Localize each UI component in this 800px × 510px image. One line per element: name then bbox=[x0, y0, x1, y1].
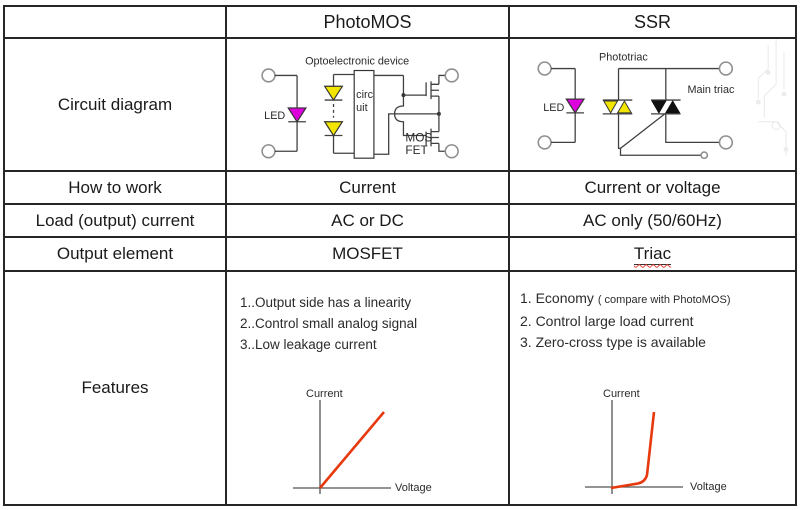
mosfet-label1: MOS bbox=[405, 130, 432, 144]
output-element-label: Output element bbox=[56, 244, 174, 263]
circuit-box bbox=[353, 69, 375, 159]
main-triac-icon bbox=[664, 100, 681, 114]
phototriac-icon bbox=[602, 100, 619, 114]
how-photomos-value: Current bbox=[339, 177, 396, 197]
circuit-box-text2: uit bbox=[356, 102, 367, 114]
photomos-circuit-diagram: Optoelectronic device LED circ uit bbox=[261, 56, 459, 159]
photomos-iv-graph: Current Voltage bbox=[293, 388, 432, 494]
terminal-icon bbox=[261, 68, 276, 83]
main-triac-icon bbox=[651, 100, 667, 114]
circuit-box-text1: circ bbox=[356, 89, 373, 101]
photomos-circuit-cell: Optoelectronic device LED circ uit bbox=[227, 39, 510, 172]
photodiode-icon bbox=[323, 121, 344, 137]
mosfet-label2: FET bbox=[405, 143, 427, 157]
ssr-features-cell: 1. Economy ( compare with PhotoMOS) 2. C… bbox=[510, 272, 795, 504]
ssr-title: SSR bbox=[633, 11, 671, 32]
mosfet-symbol-bottom bbox=[425, 113, 446, 152]
how-to-work-label: How to work bbox=[68, 177, 162, 197]
ssr-iv-graph: Current Voltage bbox=[585, 388, 727, 494]
phototriac-label: Phototriac bbox=[599, 52, 648, 64]
terminal-icon bbox=[444, 68, 459, 83]
terminal-icon bbox=[718, 61, 734, 76]
y-axis-label: Current bbox=[603, 388, 640, 400]
output-ssr-cell: Triac bbox=[510, 238, 795, 272]
header-ssr: SSR bbox=[510, 7, 795, 39]
how-ssr-value: Current or voltage bbox=[584, 177, 721, 197]
ssr-feature-1: 1. Economy bbox=[520, 290, 594, 306]
row-label-circuit-diagram: Circuit diagram bbox=[5, 39, 227, 172]
ssr-feature-1-note: ( compare with PhotoMOS) bbox=[597, 294, 731, 306]
main-triac-label: Main triac bbox=[687, 84, 735, 96]
load-current-label: Load (output) current bbox=[35, 210, 195, 230]
row-label-output-element: Output element bbox=[5, 238, 227, 272]
terminal-icon bbox=[444, 144, 459, 159]
y-axis-label: Current bbox=[306, 388, 343, 400]
list-item: 3..Low leakage current bbox=[240, 337, 377, 352]
ssr-feature-list: 1. Economy ( compare with PhotoMOS) 2. C… bbox=[520, 288, 730, 353]
list-item: 2..Control small analog signal bbox=[240, 316, 418, 331]
row-label-how-to-work: How to work bbox=[5, 172, 227, 205]
list-item: 1. Economy ( compare with PhotoMOS) bbox=[520, 288, 730, 311]
load-photomos-value: AC or DC bbox=[331, 210, 404, 230]
photomos-iv-line bbox=[319, 411, 385, 489]
optoelectronic-device-label: Optoelectronic device bbox=[305, 56, 409, 68]
list-item: 2. Control large load current bbox=[520, 313, 694, 329]
row-label-load-current: Load (output) current bbox=[5, 205, 227, 238]
how-photomos-cell: Current bbox=[227, 172, 510, 205]
output-photomos-cell: MOSFET bbox=[227, 238, 510, 272]
ssr-iv-line bbox=[610, 411, 656, 490]
list-item: 1..Output side has a linearity bbox=[240, 295, 412, 310]
led-label: LED bbox=[264, 110, 285, 122]
x-axis-label: Voltage bbox=[690, 481, 727, 493]
circuit-diagram-label: Circuit diagram bbox=[57, 94, 173, 114]
ssr-circuit-cell: Phototriac Main triac LED bbox=[510, 39, 795, 172]
led-diode-icon bbox=[287, 107, 308, 123]
photomos-features-cell: 1..Output side has a linearity 2..Contro… bbox=[227, 272, 510, 504]
output-photomos-value: MOSFET bbox=[332, 244, 403, 263]
photomos-title: PhotoMOS bbox=[323, 11, 412, 32]
junction-dot bbox=[401, 93, 406, 98]
load-ssr-cell: AC only (50/60Hz) bbox=[510, 205, 795, 238]
load-photomos-cell: AC or DC bbox=[227, 205, 510, 238]
features-label: Features bbox=[81, 378, 149, 397]
led-label: LED bbox=[543, 102, 564, 114]
led-diode-icon bbox=[565, 98, 586, 114]
output-ssr-value: Triac bbox=[633, 243, 672, 265]
terminal-icon bbox=[537, 135, 552, 150]
list-item: 3. Zero-cross type is available bbox=[520, 334, 706, 350]
load-ssr-value: AC only (50/60Hz) bbox=[583, 210, 722, 230]
gate-terminal-icon bbox=[700, 151, 709, 160]
terminal-icon bbox=[537, 61, 552, 76]
header-empty-cell bbox=[5, 7, 227, 39]
x-axis-label: Voltage bbox=[395, 482, 432, 494]
watermark-circuit-pattern bbox=[755, 39, 789, 156]
row-label-features: Features bbox=[5, 272, 227, 504]
comparison-table: PhotoMOS SSR Circuit diagram Optoelectro… bbox=[3, 5, 797, 506]
mosfet-symbol-top bbox=[425, 74, 446, 114]
terminal-icon bbox=[718, 135, 734, 150]
terminal-icon bbox=[261, 144, 276, 159]
phototriac-icon bbox=[616, 100, 633, 114]
photodiode-icon bbox=[323, 85, 344, 102]
header-photomos: PhotoMOS bbox=[227, 7, 510, 39]
how-ssr-cell: Current or voltage bbox=[510, 172, 795, 205]
photomos-feature-list: 1..Output side has a linearity 2..Contro… bbox=[240, 292, 417, 355]
ssr-circuit-diagram: Phototriac Main triac LED bbox=[537, 39, 789, 160]
